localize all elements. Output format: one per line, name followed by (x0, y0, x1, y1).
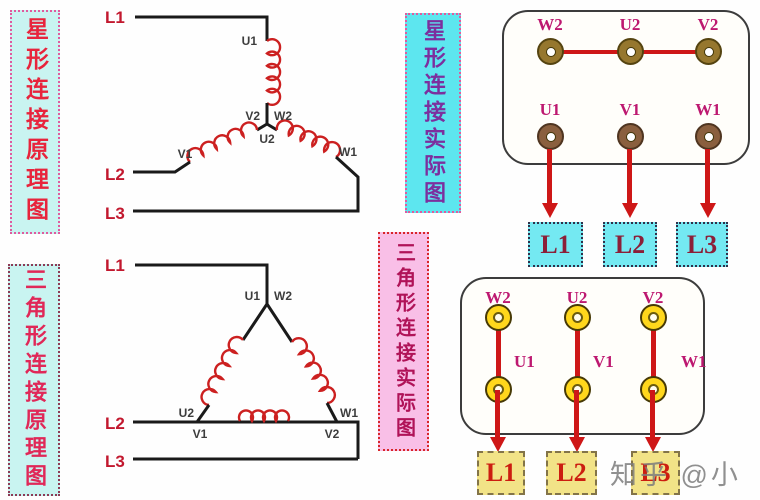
delta-right-coil (290, 337, 336, 405)
delta-u1-label: U1 (245, 289, 261, 303)
delta-output-l1-text: L1 (485, 458, 517, 487)
star-output-arrow-l2 (621, 149, 638, 218)
star-output-arrow-l1 (541, 149, 558, 218)
star-box-v1-label: V1 (619, 100, 641, 119)
star-box-w1-label: W1 (695, 100, 721, 119)
delta-output-l2-text: L2 (556, 458, 587, 487)
delta-terminal-u2 (564, 304, 591, 331)
star-w-coil (275, 119, 342, 159)
star-schematic: L1 L2 L3 U1 V2 W2 U2 V1 W1 (105, 8, 360, 223)
star-u1-label: U1 (242, 34, 258, 48)
delta-output-arrow-l3 (644, 390, 661, 452)
star-output-arrow-l3 (699, 149, 716, 218)
star-output-l2-box: L2 (603, 222, 657, 267)
delta-output-l3-box: L3 (631, 451, 680, 495)
star-box-u2-label: U2 (619, 15, 641, 34)
star-v-coil (186, 121, 259, 163)
delta-l3-label: L3 (105, 452, 125, 471)
delta-box-u2-label: U2 (566, 288, 588, 307)
delta-apex-junction (241, 303, 294, 343)
delta-actual-caption: 三角形连接实际图 (392, 241, 415, 442)
delta-left-corner-wire (195, 404, 211, 423)
star-output-l1-text: L1 (540, 229, 571, 259)
star-l1-label: L1 (105, 8, 125, 27)
star-terminal-v1 (617, 123, 644, 150)
star-w2-label: W2 (274, 109, 292, 123)
star-u2-label: U2 (259, 132, 275, 146)
watermark: 知乎 @小希 (610, 460, 741, 500)
star-terminal-u1 (537, 123, 564, 150)
star-center-junction (256, 103, 278, 132)
star-output-l3-text: L3 (686, 229, 718, 259)
star-terminal-u2 (617, 38, 644, 65)
star-output-l1-box: L1 (528, 222, 583, 267)
delta-l2-label: L2 (105, 414, 125, 433)
delta-bottom-coil (237, 409, 291, 424)
delta-l1-label: L1 (105, 256, 125, 275)
delta-output-l3-text: L3 (640, 458, 671, 487)
star-terminal-w1 (695, 123, 722, 150)
star-principle-caption: 星形连接原理图 (22, 17, 48, 227)
star-v2-label: V2 (245, 109, 260, 123)
delta-terminal-v2 (640, 304, 667, 331)
star-actual-panel: 星形连接实际图 (405, 13, 461, 213)
delta-box-w1-label: W1 (681, 352, 707, 371)
delta-output-l2-box: L2 (546, 451, 597, 495)
star-box-w2-label: W2 (537, 15, 563, 34)
star-l3-label: L3 (105, 204, 125, 223)
delta-terminal-w2 (485, 304, 512, 331)
delta-actual-panel: 三角形连接实际图 (378, 232, 429, 451)
delta-output-arrow-l1 (489, 390, 506, 452)
star-box-v2-label: V2 (697, 15, 719, 34)
delta-w2-label: W2 (274, 289, 292, 303)
star-l2-label: L2 (105, 165, 125, 184)
delta-box-w2-label: W2 (485, 288, 511, 307)
star-l2-wire (133, 160, 191, 174)
star-u-coil (265, 38, 282, 106)
star-actual-caption: 星形连接实际图 (421, 18, 446, 208)
delta-output-l1-box: L1 (477, 451, 525, 495)
delta-right-corner-wire (325, 402, 339, 423)
delta-schematic: L1 L2 L3 U1 W2 U2 V1 W1 V2 (105, 256, 360, 471)
delta-strap-wire-3 (650, 318, 656, 390)
star-output-l3-box: L3 (676, 222, 728, 267)
delta-strap-wire-1 (495, 318, 501, 390)
delta-v2-label: V2 (325, 427, 340, 441)
star-output-l2-text: L2 (614, 229, 646, 259)
star-v1-label: V1 (178, 147, 193, 161)
delta-box-u1-label: U1 (514, 352, 535, 371)
delta-principle-caption: 三角形连接原理图 (22, 268, 47, 492)
star-l1-wire (135, 15, 269, 41)
delta-principle-panel: 三角形连接原理图 (8, 264, 60, 496)
delta-output-arrow-l2 (568, 390, 585, 452)
delta-v1-label: V1 (193, 427, 208, 441)
delta-l1-wire (135, 263, 269, 304)
delta-strap-wire-2 (574, 318, 580, 390)
star-box-u1-label: U1 (539, 100, 561, 119)
delta-left-coil (200, 335, 244, 407)
delta-box-v2-label: V2 (642, 288, 664, 307)
delta-u2-label: U2 (179, 406, 195, 420)
star-terminal-w2 (537, 38, 564, 65)
star-principle-panel: 星形连接原理图 (10, 10, 60, 234)
delta-w1-label: W1 (340, 406, 358, 420)
star-terminal-v2 (695, 38, 722, 65)
star-w1-label: W1 (339, 145, 357, 159)
delta-l2-l3-wires (133, 420, 360, 461)
delta-box-v1-label: V1 (593, 352, 614, 371)
delta-terminal-box (460, 277, 705, 435)
star-l3-wire (133, 155, 360, 213)
